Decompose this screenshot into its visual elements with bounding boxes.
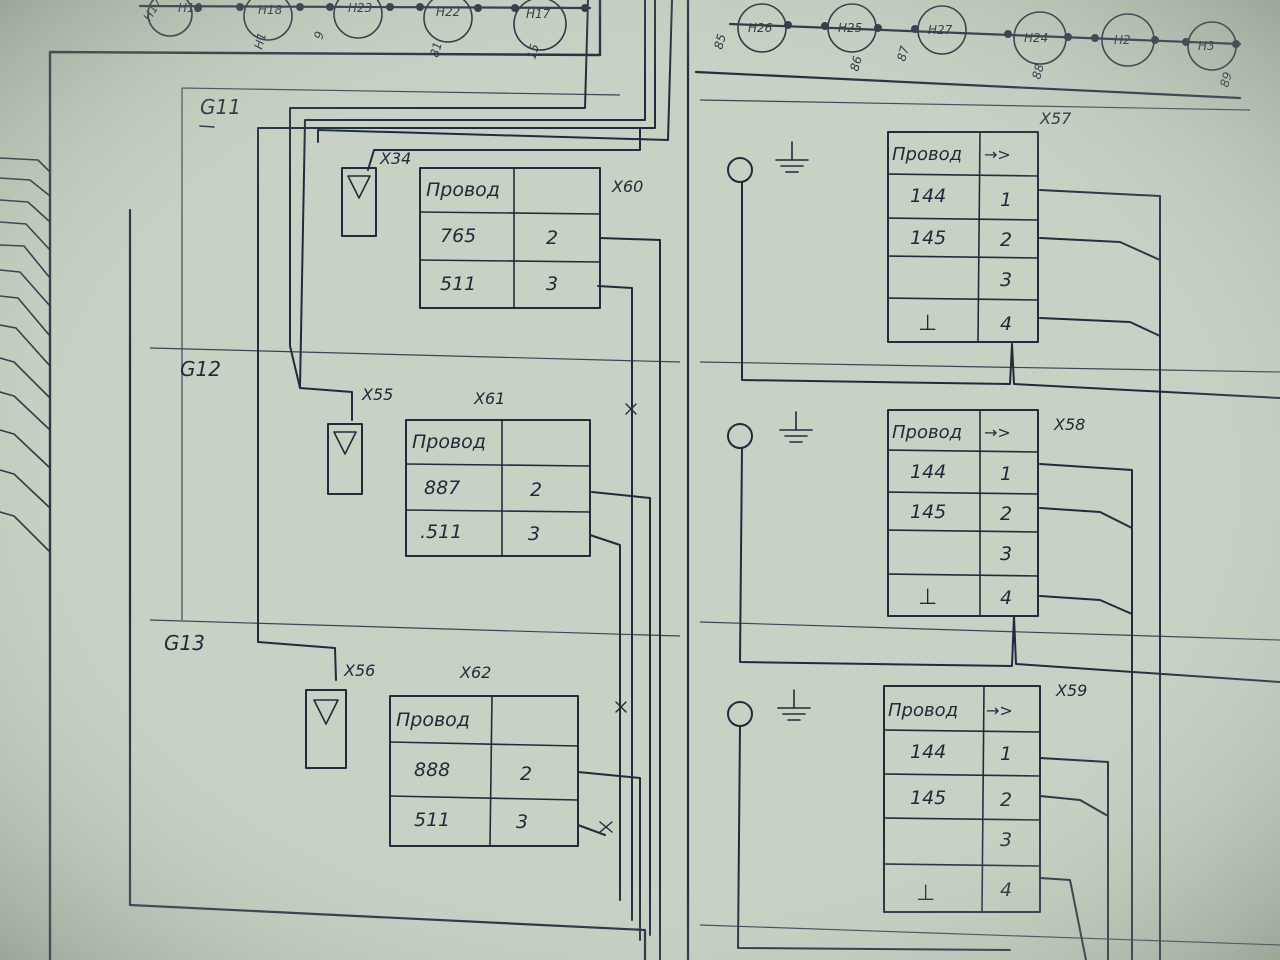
bus-label-l3: H18 xyxy=(258,3,283,17)
wire-x59-r1: 144 xyxy=(910,741,946,763)
pin-x58-r1: 1 xyxy=(1000,463,1012,485)
pin-x60-r2: 3 xyxy=(546,273,558,295)
table-header-x60: Провод xyxy=(426,179,500,201)
table-arrow-x59: →> xyxy=(986,701,1013,720)
pin-x62-r1: 2 xyxy=(520,763,532,785)
wire-x58-r4: ⊥ xyxy=(918,585,937,610)
pin-x58-r4: 4 xyxy=(1000,587,1012,609)
wire-x59-r4: ⊥ xyxy=(916,881,935,906)
jack-label-x34: X34 xyxy=(379,149,411,168)
section-label-g12: G12 xyxy=(180,357,221,381)
bus-label-r4: H24 xyxy=(1024,31,1048,45)
bus-label-r3: H27 xyxy=(928,23,953,37)
table-label-x61: X61 xyxy=(473,389,505,408)
pin-x62-r2: 3 xyxy=(516,811,528,833)
jack-label-x55: X55 xyxy=(361,385,393,404)
pin-x61-r1: 2 xyxy=(530,479,542,501)
wire-x59-r2: 145 xyxy=(910,787,946,809)
wire-x57-r2: 145 xyxy=(910,227,946,249)
bus-label-r6: H3 xyxy=(1198,39,1215,53)
table-arrow-x57: →> xyxy=(984,145,1011,164)
table-label-x58: X58 xyxy=(1053,415,1085,434)
wire-x57-r1: 144 xyxy=(910,185,946,207)
table-label-x60: X60 xyxy=(611,177,643,196)
jack-label-x56: X56 xyxy=(343,661,375,680)
bus-label-l2: H19 xyxy=(178,1,202,15)
pin-x61-r2: 3 xyxy=(528,523,540,545)
table-label-x57: X57 xyxy=(1039,109,1072,128)
wire-x58-r2: 145 xyxy=(910,501,946,523)
bus-label-l4: H23 xyxy=(348,1,372,15)
wire-x62-r1: 888 xyxy=(414,759,450,781)
pin-x57-r4: 4 xyxy=(1000,313,1012,335)
pin-x57-r1: 1 xyxy=(1000,189,1012,211)
pin-x58-r3: 3 xyxy=(1000,543,1012,565)
table-label-x59: X59 xyxy=(1055,681,1087,700)
bus-label-r5: H2 xyxy=(1114,33,1131,47)
wire-x57-r4: ⊥ xyxy=(918,311,937,336)
wire-x61-r2: .511 xyxy=(420,521,462,543)
pin-x57-r3: 3 xyxy=(1000,269,1012,291)
pin-x59-r3: 3 xyxy=(1000,829,1012,851)
wire-x62-r2: 511 xyxy=(414,809,450,831)
bus-label-r1: H26 xyxy=(748,21,773,35)
pin-x60-r1: 2 xyxy=(546,227,558,249)
pin-x59-r2: 2 xyxy=(1000,789,1012,811)
table-header-x62: Провод xyxy=(396,709,470,731)
pin-x59-r4: 4 xyxy=(1000,879,1012,901)
section-label-g11: G11 xyxy=(200,95,241,119)
bus-label-r2: H25 xyxy=(838,21,862,35)
wire-x61-r1: 887 xyxy=(424,477,460,499)
pin-x58-r2: 2 xyxy=(1000,503,1012,525)
wire-x60-r1: 765 xyxy=(440,225,476,247)
section-label-g13: G13 xyxy=(164,631,205,655)
pin-x59-r1: 1 xyxy=(1000,743,1012,765)
table-header-x61: Провод xyxy=(412,431,486,453)
table-arrow-x58: →> xyxy=(984,423,1011,442)
table-label-x62: X62 xyxy=(459,663,491,682)
table-header-x58: Провод xyxy=(892,422,962,443)
table-header-x59: Провод xyxy=(888,700,958,721)
wire-x58-r1: 144 xyxy=(910,461,946,483)
bus-label-l6: H17 xyxy=(526,7,551,21)
wire-x60-r2: 511 xyxy=(440,273,476,295)
table-header-x57: Провод xyxy=(892,144,962,165)
bus-label-l5: H22 xyxy=(436,5,460,19)
pin-x57-r2: 2 xyxy=(1000,229,1012,251)
